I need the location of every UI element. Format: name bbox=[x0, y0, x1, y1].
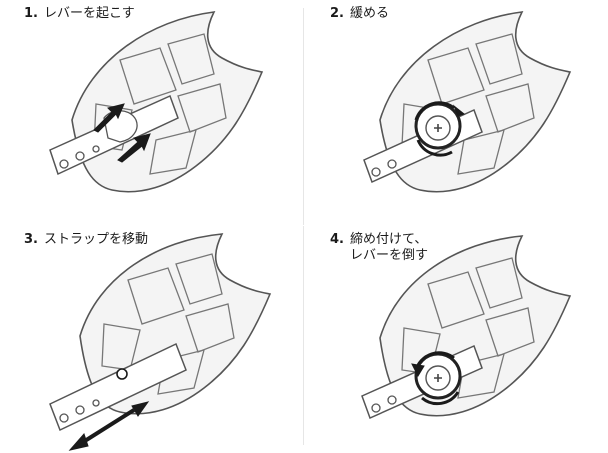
step-3-caption: 3. ストラップを移動 bbox=[24, 232, 148, 248]
move-strap-icon bbox=[49, 233, 272, 451]
step-1-text: レバーを起こす bbox=[43, 6, 135, 21]
row-divider bbox=[8, 225, 600, 226]
column-divider bbox=[303, 8, 304, 445]
step-3-panel: 3. ストラップを移動 bbox=[0, 226, 304, 452]
lever-raise-icon bbox=[49, 11, 264, 193]
step-1-panel: 1. レバーを起こす bbox=[0, 0, 304, 226]
step-4-caption: 4. 締め付けて、 レバーを倒す bbox=[330, 232, 428, 264]
step-4-text: 締め付けて、 レバーを倒す bbox=[349, 232, 428, 263]
loosen-dial-icon bbox=[363, 11, 572, 193]
step-2-caption: 2. 緩める bbox=[330, 6, 389, 22]
step-4-panel: 4. 締め付けて、 レバーを倒す bbox=[304, 226, 608, 452]
step-1-caption: 1. レバーを起こす bbox=[24, 6, 135, 22]
step-2-number: 2. bbox=[330, 6, 344, 21]
step-3-text: ストラップを移動 bbox=[43, 232, 148, 247]
step-2-text: 緩める bbox=[349, 6, 389, 21]
tighten-lower-lever-icon bbox=[361, 235, 572, 420]
step-3-number: 3. bbox=[24, 232, 38, 247]
step-1-number: 1. bbox=[24, 6, 38, 21]
step-4-number: 4. bbox=[330, 232, 344, 247]
step-2-panel: 2. 緩める bbox=[304, 0, 608, 226]
